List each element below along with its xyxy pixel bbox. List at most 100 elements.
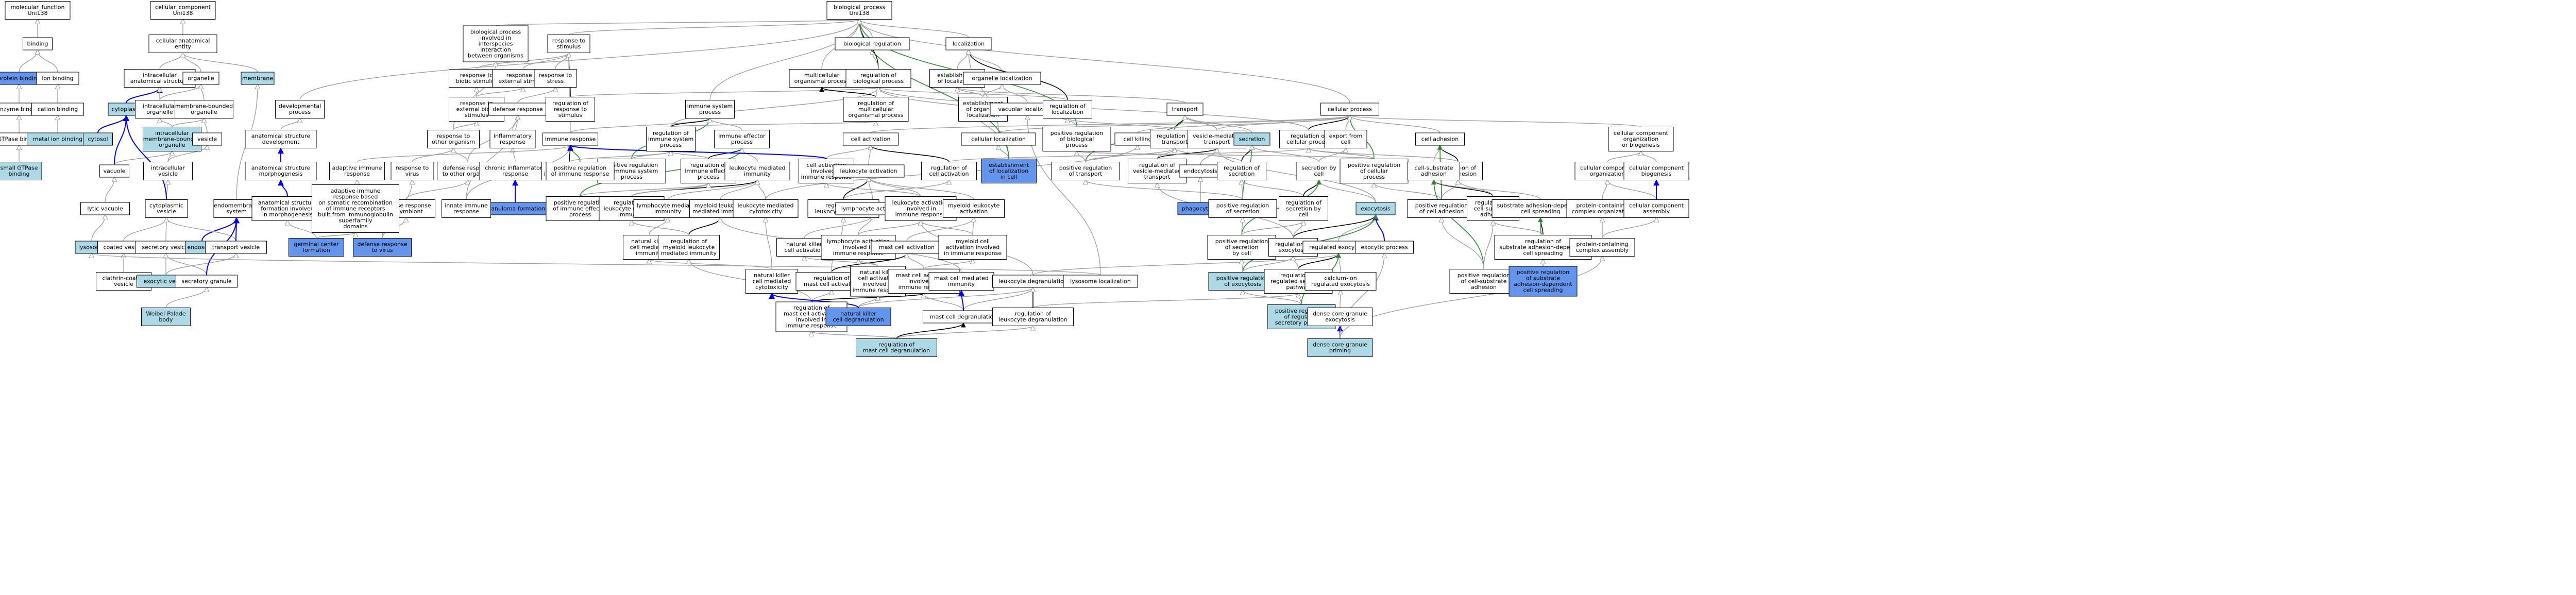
node-label-line: formation involved: [261, 205, 314, 212]
edge-part-of: [201, 217, 240, 242]
node-label-line: biological_process: [834, 4, 885, 11]
node-label-line: cellular component: [1614, 130, 1669, 137]
node-label: granuloma formation: [485, 205, 545, 212]
edge-is-a: [1242, 218, 1243, 235]
node-label-line: in morphogenesis: [262, 211, 313, 218]
edge-is-a: [19, 50, 38, 73]
node-label: coated vesicle: [103, 244, 144, 250]
node-box: [1340, 159, 1409, 183]
edge-is-a: [159, 53, 183, 70]
node-label-line: involved in: [480, 35, 511, 41]
node-label-line: activation: [960, 208, 988, 215]
node-defense-response: defense response: [488, 103, 547, 116]
node-box: [646, 127, 696, 151]
edge-is-a: [973, 218, 974, 235]
node-exocytic-process: exocytic process: [1355, 241, 1414, 254]
node-box: [251, 196, 324, 221]
node-box: [835, 37, 910, 50]
edge-is-a: [826, 145, 871, 159]
node-label-line: response to: [506, 72, 540, 79]
edge-is-a: [1350, 115, 1641, 128]
node-label-line: Uni138: [173, 10, 193, 16]
node-label-line: protein-containing: [1577, 202, 1629, 209]
node-lysosome-localization: lysosome localization: [1063, 275, 1138, 288]
node-box: [31, 103, 84, 116]
node-label-line: secretion: [1239, 135, 1265, 142]
node-box: [489, 130, 536, 148]
edge-is-a: [1433, 145, 1440, 162]
node-label-line: immunity: [948, 281, 975, 287]
node-box: [175, 100, 233, 118]
edge-part-of: [97, 114, 129, 133]
node-cell-adhesion: cell adhesion: [1415, 132, 1465, 146]
edge-is-a: [859, 20, 969, 38]
node-label-line: of transport: [1069, 171, 1103, 177]
node-box: [241, 72, 275, 85]
node-transport: transport: [1166, 103, 1204, 116]
edge-is-a: [316, 233, 355, 239]
node-label-line: biological process: [470, 28, 521, 35]
node-box: [205, 241, 267, 254]
node-label-line: lysosome localization: [1070, 278, 1131, 284]
node-label: leukocyte degranulation: [998, 278, 1067, 284]
node-mast-cell-degranulation: mast cell degranulation: [923, 310, 1004, 324]
node-label-line: entity: [175, 43, 191, 50]
node-granuloma-formation: granuloma formation: [481, 202, 550, 215]
node-label-line: defense response: [493, 106, 543, 112]
node-label-line: multicellular: [804, 72, 840, 79]
node-label: exocytosis: [1361, 205, 1391, 212]
node-label-line: cell mediated: [753, 278, 791, 284]
node-label-line: other organism: [432, 139, 475, 145]
node-label-line: protein-containing: [1577, 241, 1629, 248]
edge-is-a: [1318, 148, 1346, 162]
node-label: lysosome localization: [1070, 278, 1131, 284]
node-box: [789, 69, 855, 88]
node-label-line: immune system: [687, 103, 733, 110]
node-cation-binding: cation binding: [31, 103, 84, 116]
node-label: vacuole: [104, 167, 126, 174]
node-label-line: transport: [1204, 139, 1231, 145]
node-box: [145, 199, 188, 218]
node-label-line: coated vesicle: [103, 244, 144, 250]
node-label-line: secretion: [1229, 171, 1255, 177]
edge-is-a: [804, 215, 873, 239]
node-box: [1307, 308, 1373, 326]
edge-is-a: [287, 221, 317, 239]
node-label-line: organelle: [146, 109, 173, 115]
edge-is-a: [183, 53, 201, 73]
node-membrane: membrane: [241, 72, 275, 85]
node-label-line: positive regulation: [1216, 275, 1269, 282]
node-label-line: mast cell degranulation: [930, 313, 997, 320]
node-biological-regulation: biological regulation: [835, 37, 910, 50]
node-label-line: vesicle: [197, 135, 217, 142]
node-label-line: organelle: [191, 109, 217, 115]
node-label-line: regulation of: [858, 100, 894, 107]
node-box: [275, 100, 325, 118]
edge-is-a: [1441, 180, 1458, 200]
node-label-line: adaptive immune: [331, 188, 381, 194]
node-box: [1304, 272, 1377, 291]
node-label-line: response to: [396, 165, 429, 172]
edge-is-a: [870, 115, 1350, 133]
